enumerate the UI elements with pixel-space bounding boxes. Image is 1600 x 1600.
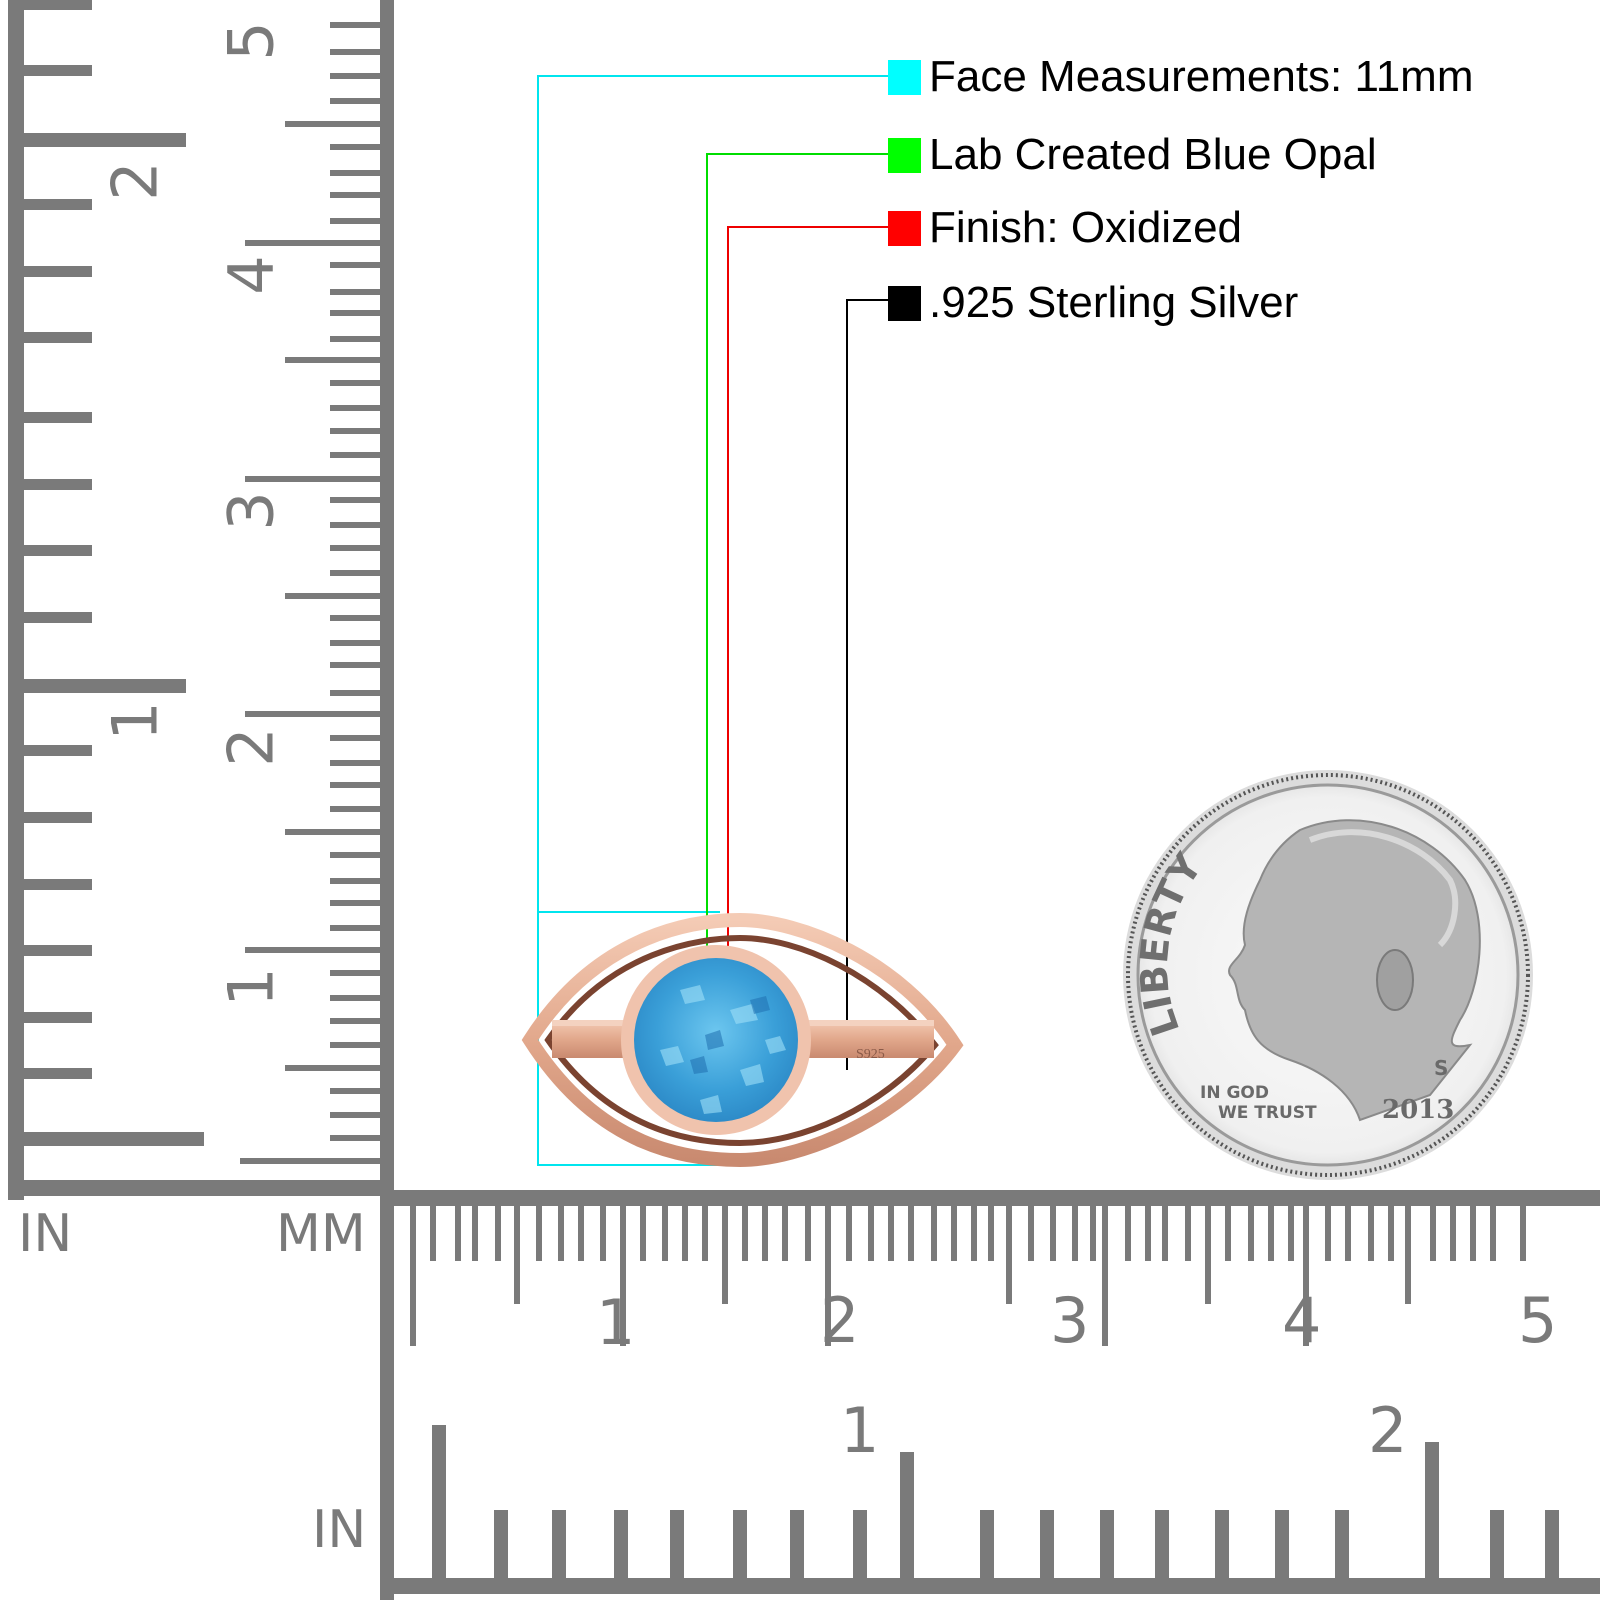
red-swatch-icon bbox=[888, 210, 921, 246]
coin-year: 2013 bbox=[1382, 1095, 1454, 1125]
legend-label: Finish: Oxidized bbox=[929, 203, 1243, 252]
coin-motto-line2: WE TRUST bbox=[1218, 1103, 1317, 1123]
vertical-mm-label-1: 1 bbox=[214, 967, 288, 1007]
vertical-inch-label-1: 1 bbox=[98, 701, 172, 741]
legend-label: Lab Created Blue Opal bbox=[929, 130, 1377, 179]
vertical-mm-label-5: 5 bbox=[214, 21, 288, 61]
vertical-mm-label-4: 4 bbox=[214, 255, 288, 295]
legend-item-finish: Finish: Oxidized bbox=[888, 203, 1242, 252]
vertical-inch-label-2: 2 bbox=[98, 161, 172, 201]
green-swatch-icon bbox=[888, 137, 921, 173]
black-swatch-icon bbox=[888, 285, 921, 321]
legend-item-stone: Lab Created Blue Opal bbox=[888, 130, 1377, 179]
left-ruler-mm-unit: MM bbox=[276, 1204, 366, 1264]
legend-label: Face Measurements: 11mm bbox=[929, 52, 1474, 101]
horizontal-mm-label-4: 4 bbox=[1282, 1284, 1322, 1357]
left-ruler bbox=[8, 0, 394, 1200]
horizontal-mm-label-3: 3 bbox=[1050, 1284, 1090, 1357]
bottom-ruler bbox=[380, 1190, 1600, 1600]
legend-label: .925 Sterling Silver bbox=[929, 278, 1299, 327]
coin-motto-line1: IN GOD bbox=[1200, 1083, 1269, 1103]
ring-stamp: S925 bbox=[856, 1047, 885, 1062]
vertical-mm-label-3: 3 bbox=[214, 491, 288, 531]
coin-mint-mark: S bbox=[1434, 1056, 1448, 1080]
bottom-ruler-inch-unit: IN bbox=[312, 1500, 367, 1560]
horizontal-mm-label-2: 2 bbox=[820, 1284, 860, 1357]
horizontal-inch-label-2: 2 bbox=[1368, 1394, 1408, 1467]
horizontal-mm-label-1: 1 bbox=[596, 1286, 636, 1359]
vertical-mm-label-2: 2 bbox=[214, 727, 288, 767]
ring-image: S925 bbox=[521, 912, 964, 1168]
horizontal-inch-label-1: 1 bbox=[840, 1394, 880, 1467]
legend-item-face-measurements: Face Measurements: 11mm bbox=[888, 52, 1473, 101]
dime-coin: LIBERTY IN GOD WE TRUST 2013 S bbox=[1123, 770, 1533, 1180]
leader-lines bbox=[537, 75, 888, 1166]
horizontal-mm-label-5: 5 bbox=[1518, 1284, 1558, 1357]
cyan-swatch-icon bbox=[888, 59, 921, 95]
legend-item-metal: .925 Sterling Silver bbox=[888, 278, 1298, 327]
left-ruler-inch-unit: IN bbox=[18, 1204, 73, 1264]
